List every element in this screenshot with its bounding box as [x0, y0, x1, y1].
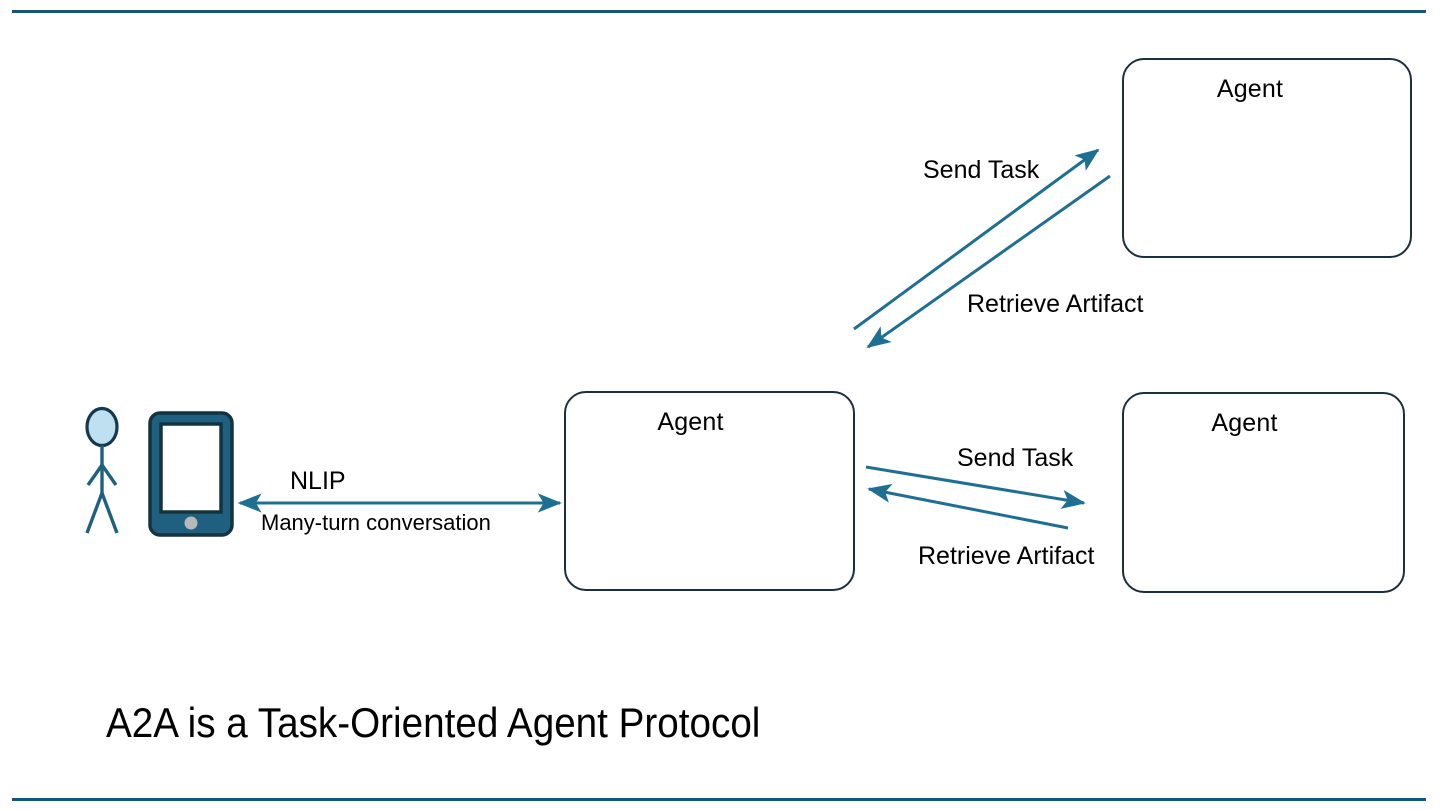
top-divider-rule: [12, 10, 1426, 13]
edge-label-retrieve-artifact-bottom: Retrieve Artifact: [918, 542, 1095, 570]
agent-node-middle-label: Agent: [657, 408, 724, 436]
connector-retrieve-artifact-bottom: [867, 483, 1069, 530]
bottom-divider-rule: [12, 798, 1426, 801]
stick-figure-person-icon: [85, 406, 119, 534]
edge-label-send-task-bottom: Send Task: [957, 444, 1074, 472]
agent-node-bottom[interactable]: Agent: [1122, 392, 1405, 593]
connector-retrieve-artifact-top: [866, 174, 1111, 349]
tablet-device-icon: [148, 411, 234, 537]
agent-node-middle[interactable]: Agent: [564, 391, 855, 591]
agent-node-top[interactable]: Agent: [1122, 58, 1412, 258]
edge-label-retrieve-artifact-top: Retrieve Artifact: [967, 290, 1144, 318]
slide-title: A2A is a Task-Oriented Agent Protocol: [106, 699, 761, 746]
edge-label-nlip: NLIP: [290, 467, 346, 495]
agent-node-bottom-label: Agent: [1211, 409, 1278, 437]
agent-node-top-label: Agent: [1216, 75, 1284, 103]
edge-label-send-task-top: Send Task: [923, 156, 1040, 184]
edge-label-many-turn-conversation: Many-turn conversation: [261, 510, 491, 535]
